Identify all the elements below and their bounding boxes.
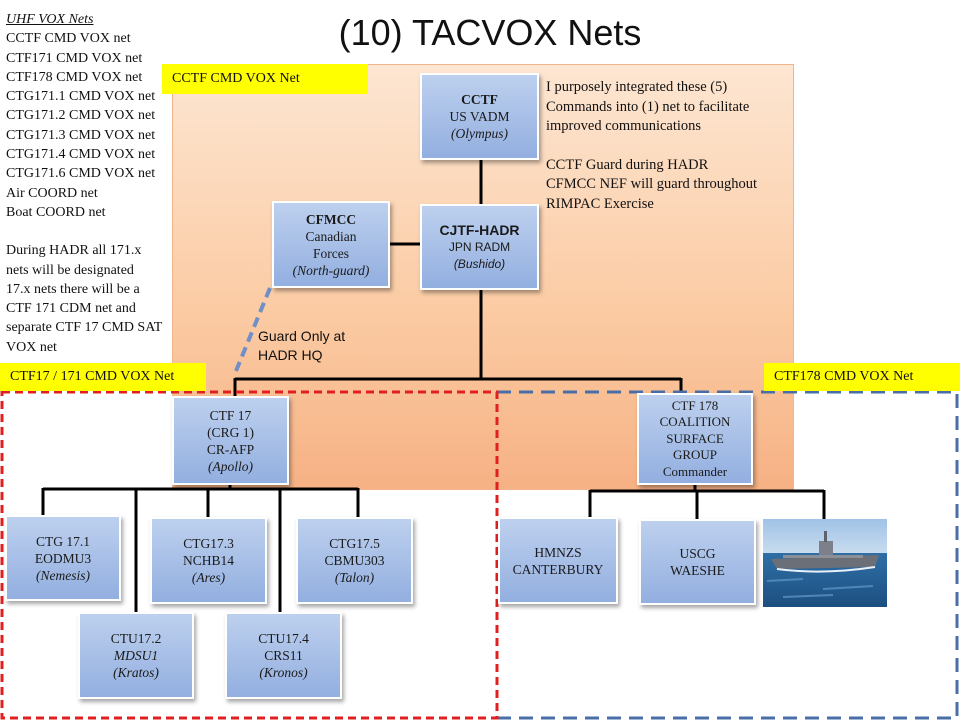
node-ctu17-4: CTU17.4 CRS11 (Kronos) — [225, 612, 342, 699]
node-line: WAESHE — [670, 563, 725, 578]
node-cctf: CCTF US VADM (Olympus) — [420, 73, 539, 160]
hadr-note-line: VOX net — [6, 339, 57, 355]
annotation-line: RIMPAC Exercise — [546, 195, 654, 212]
node-ctg17-1: CTG 17.1 EODMU3 (Nemesis) — [5, 515, 121, 601]
ctf17-net-label: CTF17 / 171 CMD VOX Net — [0, 363, 206, 391]
node-title: CJTF-HADR — [439, 221, 520, 238]
node-line: MDSU1 — [113, 648, 159, 663]
hadr-note-line: nets will be designated — [6, 262, 134, 278]
node-callsign: (Talon) — [334, 570, 375, 585]
node-callsign: (Olympus) — [451, 126, 508, 141]
node-title: CTG17.3 — [183, 536, 234, 551]
node-callsign: (Kronos) — [259, 665, 308, 680]
annotation-line: improved communications — [546, 118, 702, 134]
node-line: CANTERBURY — [512, 561, 604, 577]
node-line: GROUP — [672, 447, 718, 463]
node-line: CBMU303 — [324, 553, 385, 568]
node-callsign: (Bushido) — [453, 256, 506, 271]
node-title: CTG 17.1 — [36, 533, 90, 549]
net-list-item: CTG171.6 CMD VOX net — [6, 166, 156, 182]
ctf178-net-boundary — [497, 390, 959, 720]
net-list-item: CTG171.4 CMD VOX net — [6, 147, 156, 163]
node-line: Canadian — [305, 228, 357, 244]
node-callsign: (Ares) — [191, 570, 226, 585]
node-ctg17-3: CTG17.3 NCHB14 (Ares) — [150, 517, 267, 604]
node-ctf178: CTF 178 COALITION SURFACE GROUP Commande… — [637, 393, 753, 485]
cctf-net-label: CCTF CMD VOX Net — [162, 64, 368, 94]
node-cfmcc: CFMCC Canadian Forces (North-guard) — [272, 201, 390, 288]
integration-annotation: I purposely integrated these (5) Command… — [546, 78, 806, 214]
ctf17-net-boundary — [0, 390, 499, 720]
node-callsign: (North-guard) — [292, 262, 370, 278]
node-title: CTU17.2 — [110, 631, 162, 646]
net-list-item: CTF171 CMD VOX net — [6, 50, 143, 66]
node-line: Commander — [662, 463, 728, 479]
annotation-line: I purposely integrated these (5) — [546, 79, 728, 95]
node-line: (CRG 1) — [207, 424, 254, 440]
node-title: CFMCC — [305, 211, 357, 227]
hadr-note-line: 17.x nets there will be a — [6, 281, 140, 297]
annotation-line: Commands into (1) net to facilitate — [546, 98, 750, 115]
ctf178-net-label: CTF178 CMD VOX Net — [764, 363, 960, 391]
node-line: NCHB14 — [182, 553, 234, 568]
node-title: USCG — [679, 546, 716, 561]
net-list-item: Air COORD net — [6, 185, 98, 201]
node-line: EODMU3 — [34, 550, 92, 566]
uhf-vox-nets-notes: UHF VOX Nets CCTF CMD VOX net CTF171 CMD… — [6, 10, 196, 357]
node-line: CR-AFP — [206, 441, 255, 457]
node-title: CCTF — [461, 92, 498, 107]
node-callsign: (Apollo) — [208, 458, 253, 474]
node-line: COALITION — [659, 414, 731, 430]
net-list-item: CTF178 CMD VOX net — [6, 69, 143, 85]
hadr-note-line: CTF 171 CDM net and — [6, 301, 136, 317]
node-line: SURFACE — [666, 430, 724, 446]
net-list-item: CTG171.1 CMD VOX net — [6, 89, 156, 105]
ship-photo — [763, 519, 887, 607]
node-cjtf-hadr: CJTF-HADR JPN RADM (Bushido) — [420, 204, 539, 290]
net-list-item: Boat COORD net — [6, 204, 106, 220]
side-notes-heading: UHF VOX Nets — [6, 12, 94, 27]
net-list-item: CCTF CMD VOX net — [6, 31, 131, 47]
node-ctf17: CTF 17 (CRG 1) CR-AFP (Apollo) — [172, 396, 289, 485]
node-uscg-waeshe: USCG WAESHE — [639, 519, 756, 605]
node-title: CTF 178 — [671, 397, 719, 413]
annotation-line: CFMCC NEF will guard throughout — [546, 176, 758, 192]
node-line: CRS11 — [264, 648, 303, 663]
node-callsign: (Kratos) — [113, 665, 159, 680]
node-line: US VADM — [449, 109, 510, 124]
node-hmnzs-canterbury: HMNZS CANTERBURY — [498, 517, 618, 604]
node-line: Forces — [313, 245, 349, 261]
net-list-item: CTG171.3 CMD VOX net — [6, 127, 156, 143]
net-list-item: CTG171.2 CMD VOX net — [6, 108, 156, 124]
node-title: HMNZS — [534, 544, 582, 560]
node-line: JPN RADM — [448, 239, 511, 254]
annotation-line: CCTF Guard during HADR — [546, 156, 709, 173]
hadr-note-line: During HADR all 171.x — [6, 243, 142, 259]
node-ctu17-2: CTU17.2 MDSU1 (Kratos) — [78, 612, 194, 699]
guard-note-line: HADR HQ — [258, 347, 323, 363]
node-title: CTU17.4 — [258, 631, 309, 646]
node-title: CTF 17 — [209, 407, 252, 423]
node-ctg17-5: CTG17.5 CBMU303 (Talon) — [296, 517, 413, 604]
node-callsign: (Nemesis) — [36, 567, 90, 583]
node-title: CTG17.5 — [329, 536, 380, 551]
guard-note-line: Guard Only at — [258, 328, 346, 344]
page-title: (10) TACVOX Nets — [338, 12, 642, 53]
guard-note: Guard Only at HADR HQ — [258, 327, 398, 365]
hadr-note-line: separate CTF 17 CMD SAT — [6, 320, 163, 336]
